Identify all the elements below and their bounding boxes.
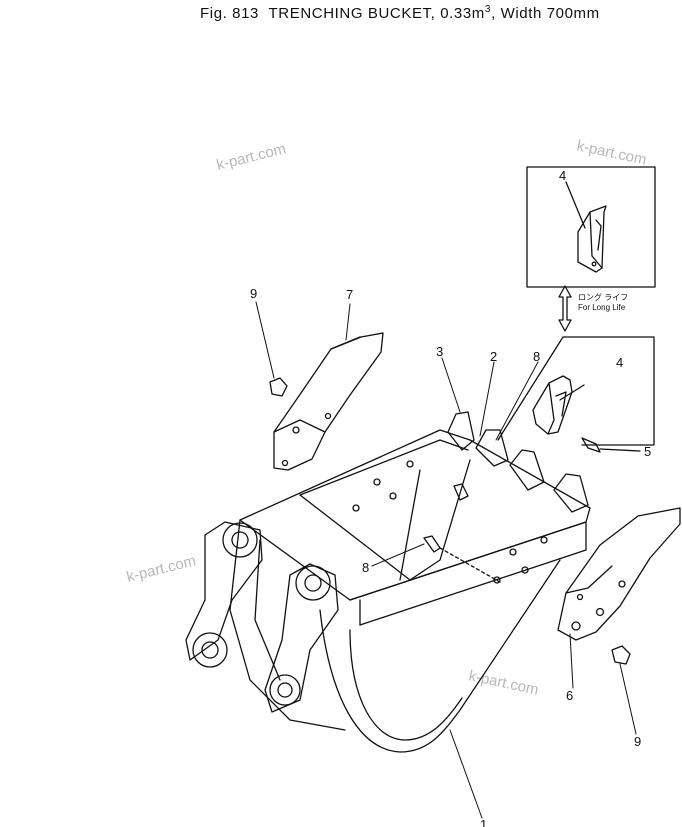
callout-2: 2 bbox=[490, 349, 497, 364]
figure-title: Fig. 813 TRENCHING BUCKET, 0.33m3, Width… bbox=[200, 4, 600, 22]
callout-9-left: 9 bbox=[250, 286, 257, 301]
callout-7: 7 bbox=[346, 287, 353, 302]
inset-jp-note: ロング ライフ bbox=[578, 292, 628, 302]
callout-4-inset: 4 bbox=[559, 168, 566, 183]
tooth-pin bbox=[581, 437, 601, 453]
bucket-body bbox=[185, 377, 631, 753]
callout-3: 3 bbox=[436, 344, 443, 359]
interchange-arrow bbox=[558, 285, 572, 332]
pin-boss-lower-right bbox=[269, 674, 301, 706]
figure-caption: TRENCHING BUCKET, 0.33m bbox=[268, 5, 485, 22]
callout-8-upper: 8 bbox=[533, 349, 540, 364]
callout-5: 5 bbox=[644, 444, 651, 459]
callout-4: 4 bbox=[616, 355, 623, 370]
callout-8-lower: 8 bbox=[362, 560, 369, 575]
watermark-1: k-part.com bbox=[215, 140, 288, 174]
standard-tooth-group bbox=[497, 336, 655, 453]
nut-9-right bbox=[611, 645, 631, 665]
bolt-8-lower bbox=[423, 535, 441, 553]
side-cutter-left bbox=[273, 332, 384, 471]
figure-number: Fig. 813 bbox=[200, 5, 259, 22]
watermark-3: k-part.com bbox=[125, 552, 198, 586]
callout-1: 1 bbox=[480, 817, 487, 827]
watermark-2: k-part.com bbox=[575, 137, 648, 168]
bolt-8-upper bbox=[453, 483, 469, 501]
long-life-tooth bbox=[577, 205, 607, 273]
pin-boss-upper-left bbox=[222, 522, 258, 558]
pin-boss-lower-left bbox=[192, 632, 228, 668]
leader-lines bbox=[255, 301, 637, 819]
nut-9-left bbox=[269, 377, 288, 397]
figure-width: , Width 700mm bbox=[491, 5, 600, 22]
side-cutter-right bbox=[557, 507, 681, 641]
inset-long-life: ロング ライフ For Long Life bbox=[526, 166, 656, 312]
unit-superscript: 3 bbox=[484, 4, 492, 15]
callout-9-right: 9 bbox=[634, 734, 641, 749]
inset-en-note: For Long Life bbox=[578, 303, 626, 312]
callout-6: 6 bbox=[566, 688, 573, 703]
